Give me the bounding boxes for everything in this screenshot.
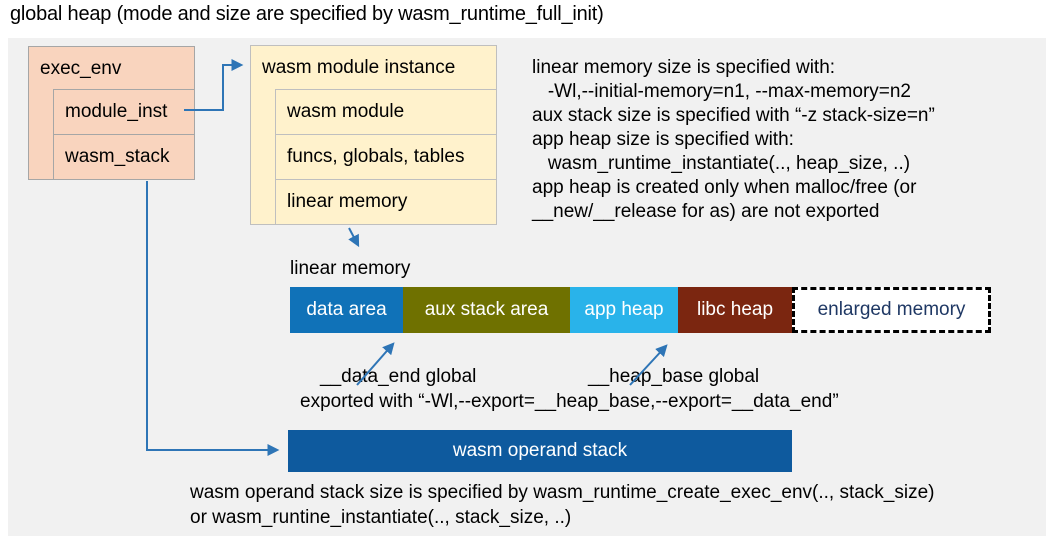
memory-segment-data-area: data area [290, 287, 403, 333]
note-line: or wasm_runtine_instantiate(.., stack_si… [190, 507, 572, 528]
memory-segment-aux-stack-area: aux stack area [403, 287, 570, 333]
memory-segment-app-heap: app heap [570, 287, 678, 333]
memory-segment-enlarged-memory: enlarged memory [792, 287, 991, 333]
linear-memory-bar: data area aux stack area app heap libc h… [290, 287, 991, 333]
funcs-globals-tables-field: funcs, globals, tables [275, 134, 497, 180]
note-line: wasm operand stack size is specified by … [190, 482, 935, 503]
data-end-global-label: __data_end global [320, 366, 477, 387]
wasm-stack-field: wasm_stack [53, 134, 195, 180]
note-line: -Wl,--initial-memory=n1, --max-memory=n2 [532, 81, 911, 102]
wasm-operand-stack-bar: wasm operand stack [288, 430, 792, 472]
note-line: app heap is created only when malloc/fre… [532, 177, 917, 198]
linear-memory-field: linear memory [275, 179, 497, 225]
heap-base-global-label: __heap_base global [588, 366, 760, 387]
export-note: exported with “-Wl,--export=__heap_base,… [300, 391, 839, 412]
exec-env-header: exec_env [40, 58, 122, 79]
memory-segment-libc-heap: libc heap [678, 287, 792, 333]
wasm-module-field: wasm module [275, 89, 497, 135]
memory-size-notes: linear memory size is specified with: -W… [532, 56, 935, 224]
note-line: app heap size is specified with: [532, 129, 794, 150]
operand-stack-notes: wasm operand stack size is specified by … [190, 480, 935, 530]
module-inst-field: module_inst [53, 89, 195, 135]
linear-memory-label: linear memory [290, 258, 411, 279]
note-line: wasm_runtime_instantiate(.., heap_size, … [532, 153, 911, 174]
diagram-title: global heap (mode and size are specified… [10, 3, 604, 25]
note-line: __new/__release for as) are not exported [532, 201, 880, 222]
note-line: linear memory size is specified with: [532, 57, 836, 78]
wasm-module-instance-header: wasm module instance [262, 57, 456, 78]
note-line: aux stack size is specified with “-z sta… [532, 105, 935, 126]
